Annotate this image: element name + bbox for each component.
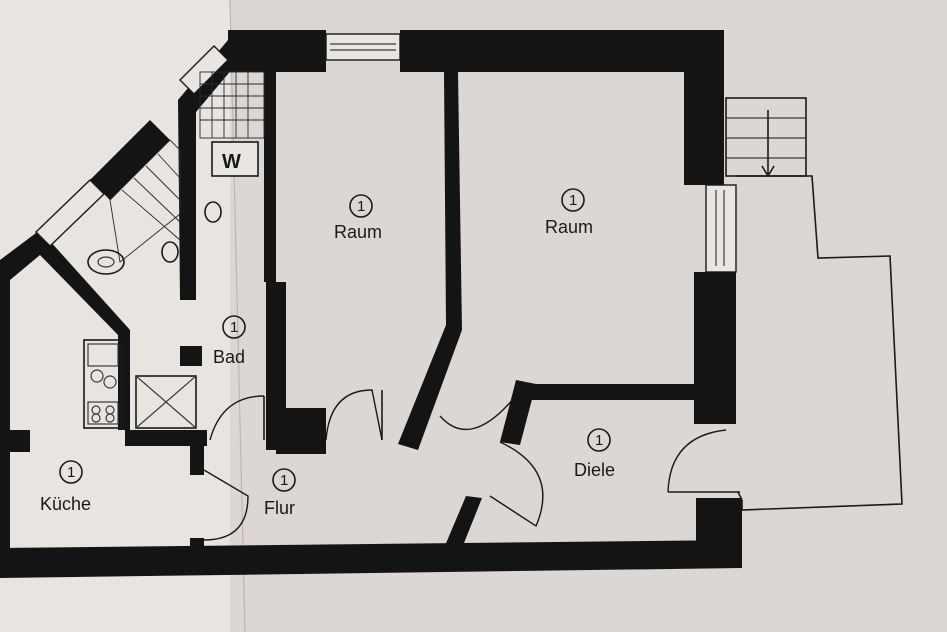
- room-label: Küche: [40, 494, 91, 514]
- window-right: [705, 184, 737, 273]
- room-number: 1: [230, 319, 238, 336]
- bathroom-tiles: [109, 71, 265, 263]
- shower-tray: [135, 375, 197, 429]
- room-label: Raum: [545, 217, 593, 237]
- room-raum-left: 1 Raum: [334, 194, 382, 242]
- bad-marker-square: [180, 346, 202, 366]
- door-kueche: [203, 469, 249, 541]
- room-flur: 1 Flur: [264, 468, 296, 518]
- wall-bad-window-left: [90, 120, 170, 200]
- fixtures: W: [83, 141, 259, 429]
- kitchen-counter: [83, 339, 123, 429]
- wall-kueche-doorpost: [190, 538, 204, 554]
- window-bad: [179, 45, 229, 95]
- room-number: 1: [569, 192, 577, 209]
- room-label: Flur: [264, 498, 295, 518]
- wall-bad-diagonal: [178, 40, 238, 300]
- toilet: [87, 249, 125, 275]
- stairs: [725, 97, 807, 177]
- wall-diele-post: [500, 380, 536, 445]
- doors: [203, 389, 740, 541]
- wall-top-right: [400, 30, 722, 72]
- washer-label: W: [222, 151, 241, 173]
- room-bad: 1 Bad: [213, 315, 246, 367]
- room-label: Diele: [574, 460, 615, 480]
- door-diele: [489, 441, 544, 528]
- room-number: 1: [595, 432, 603, 449]
- door-raum-right: [439, 397, 515, 431]
- wall-bottom: [0, 540, 742, 578]
- door-raum-left: [325, 389, 383, 441]
- wall-kueche-stub: [0, 430, 30, 452]
- door-entrance: [667, 429, 727, 493]
- wall-divider-rooms: [398, 72, 462, 450]
- washer-box: [211, 141, 259, 177]
- windows: [35, 33, 737, 273]
- washbasin: [204, 201, 222, 223]
- wall-right-lower: [694, 272, 736, 424]
- room-label: Bad: [213, 347, 245, 367]
- kitchen-stove: [87, 401, 119, 425]
- door-bad: [209, 395, 265, 441]
- room-raum-right: 1 Raum: [545, 188, 593, 237]
- terrace: [725, 97, 903, 511]
- wall-raum-left-side: [264, 72, 276, 282]
- terrace-outline: [736, 175, 903, 511]
- wall-kueche-left: [0, 230, 130, 548]
- walls: [0, 30, 742, 578]
- wall-raum-right-bottom: [520, 384, 700, 400]
- room-number: 1: [357, 198, 365, 215]
- room-label: Raum: [334, 222, 382, 242]
- wall-bad-doorpost: [190, 445, 204, 475]
- window-kueche: [35, 179, 105, 247]
- wall-flur-diele: [444, 496, 482, 548]
- kitchen-sink: [87, 343, 119, 367]
- window-top: [325, 33, 401, 61]
- wall-bad-bottom: [125, 430, 207, 446]
- washbasin-2: [161, 241, 179, 263]
- wall-right-upper: [684, 30, 724, 185]
- room-number: 1: [67, 464, 75, 481]
- wall-top-left: [228, 30, 326, 72]
- room-number: 1: [280, 472, 288, 489]
- room-kueche: 1 Küche: [40, 460, 91, 514]
- room-diele: 1 Diele: [574, 428, 615, 480]
- wall-raum-left-bottom: [276, 408, 326, 454]
